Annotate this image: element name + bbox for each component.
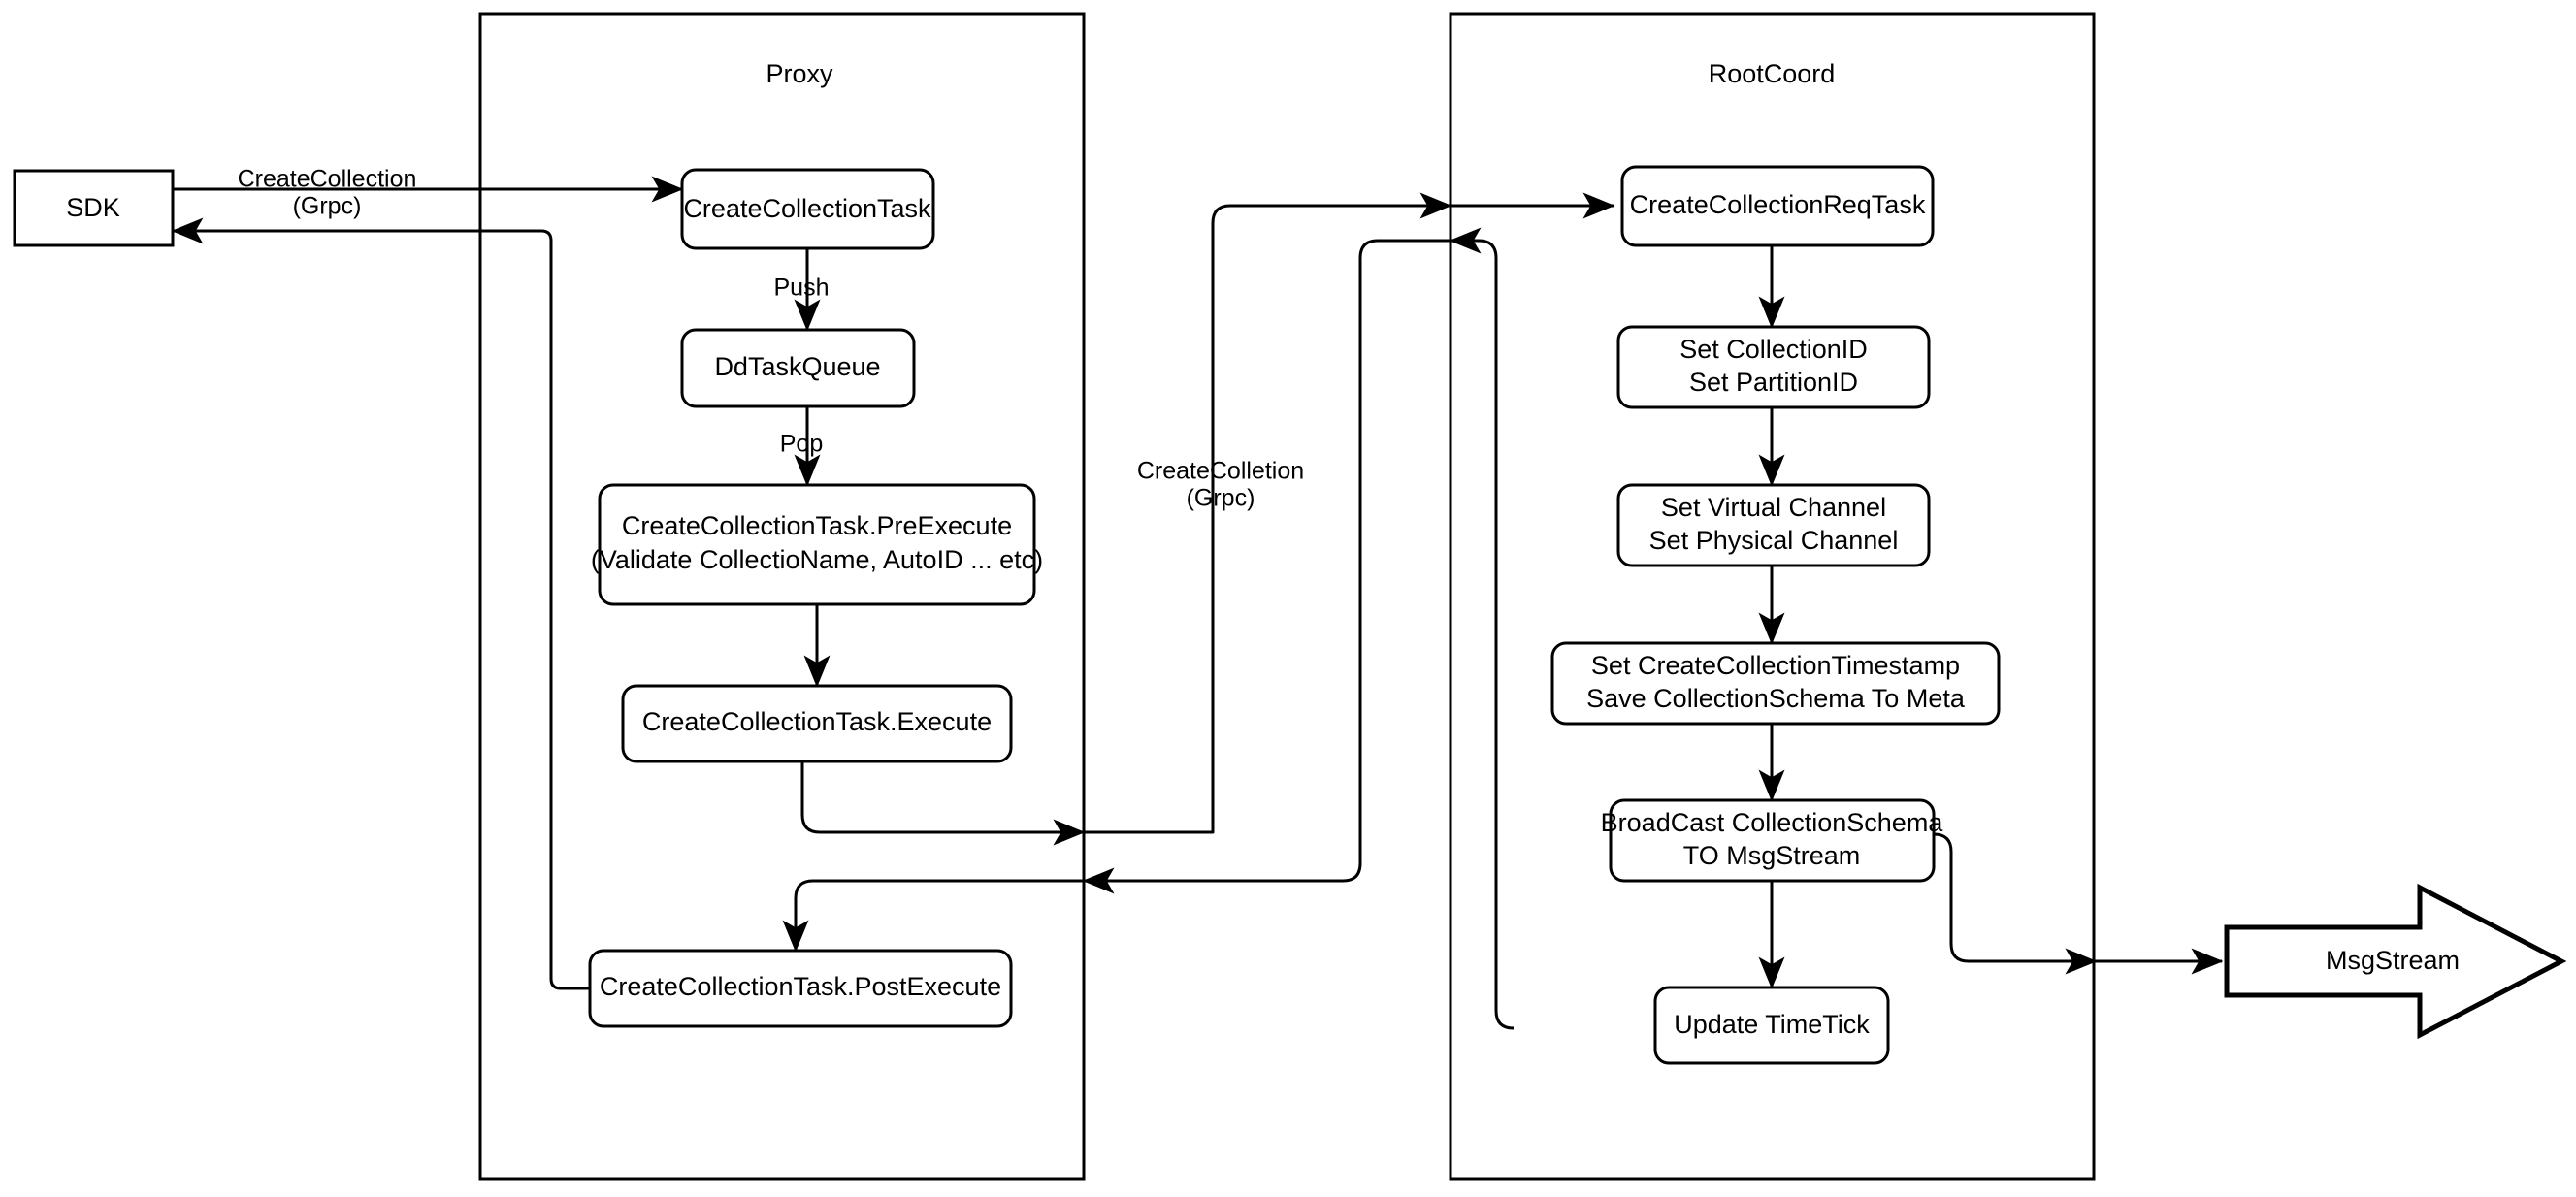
broadcast-label-line2: TO MsgStream: [1683, 841, 1861, 870]
execute-label: CreateCollectionTask.Execute: [642, 707, 992, 736]
pre-execute-box[interactable]: [598, 483, 1036, 606]
sdk-grpc-label-line2: (Grpc): [293, 193, 362, 220]
node-create-collection-task[interactable]: CreateCollectionTask: [680, 168, 935, 250]
edge-label-rootcoord-grpc: CreateColletion (Grpc): [1137, 458, 1304, 512]
rootcoord-title: RootCoord: [1709, 59, 1836, 88]
edge-label-sdk-grpc: CreateCollection (Grpc): [238, 166, 417, 220]
set-timestamp-label-line2: Save CollectionSchema To Meta: [1586, 684, 1966, 713]
node-set-channel[interactable]: Set Virtual Channel Set Physical Channel: [1616, 483, 1931, 567]
node-post-execute[interactable]: CreateCollectionTask.PostExecute: [588, 949, 1013, 1028]
pop-label: Pop: [780, 431, 823, 458]
pre-execute-label-line2: (Validate CollectioName, AutoID ... etc): [591, 545, 1043, 574]
execute-box[interactable]: [621, 684, 1013, 763]
edge-proxy-to-rootcoord-grpc: [1084, 192, 1452, 834]
set-timestamp-box[interactable]: [1550, 641, 2001, 726]
update-timetick-label: Update TimeTick: [1674, 1010, 1870, 1039]
node-pre-execute[interactable]: CreateCollectionTask.PreExecute (Validat…: [591, 483, 1043, 606]
push-label: Push: [774, 275, 830, 302]
req-task-label: CreateCollectionReqTask: [1630, 190, 1926, 219]
node-msgstream[interactable]: MsgStream: [2224, 883, 2567, 1040]
edge-broadcast-to-msgstream: [1933, 832, 2224, 975]
edge-execute-to-rootcoord: [800, 761, 1086, 846]
node-broadcast[interactable]: BroadCast CollectionSchema TO MsgStream: [1601, 798, 1944, 883]
broadcast-box[interactable]: [1609, 798, 1936, 883]
msgstream-arrow-shape[interactable]: [2224, 883, 2567, 1040]
edge-rootcoord-to-proxy-return: [1082, 239, 1451, 894]
edge-updatetimetick-to-return: [1449, 227, 1515, 1030]
rootcoord-grpc-label-line1: CreateColletion: [1137, 458, 1304, 485]
create-collection-task-box[interactable]: [680, 168, 935, 250]
pre-execute-label-line1: CreateCollectionTask.PreExecute: [622, 511, 1012, 540]
set-ids-label-line2: Set PartitionID: [1689, 368, 1858, 397]
req-task-box[interactable]: [1620, 165, 1935, 247]
broadcast-label-line1: BroadCast CollectionSchema: [1601, 808, 1944, 837]
sdk-box[interactable]: [13, 169, 175, 247]
edge-postexecute-to-sdk: [171, 217, 590, 990]
post-execute-box[interactable]: [588, 949, 1013, 1028]
dd-task-queue-box[interactable]: [680, 328, 916, 408]
post-execute-label: CreateCollectionTask.PostExecute: [600, 972, 1001, 1001]
node-set-timestamp[interactable]: Set CreateCollectionTimestamp Save Colle…: [1550, 641, 2001, 726]
node-execute[interactable]: CreateCollectionTask.Execute: [621, 684, 1013, 763]
sdk-grpc-label-line1: CreateCollection: [238, 166, 417, 193]
set-channel-label-line1: Set Virtual Channel: [1661, 493, 1886, 522]
rootcoord-grpc-label-line2: (Grpc): [1187, 485, 1255, 512]
node-sdk[interactable]: SDK: [13, 169, 175, 247]
node-dd-task-queue[interactable]: DdTaskQueue: [680, 328, 916, 408]
proxy-title: Proxy: [766, 59, 833, 88]
set-ids-box[interactable]: [1616, 325, 1931, 409]
node-update-timetick[interactable]: Update TimeTick: [1653, 986, 1890, 1065]
edge-return-to-postexecute: [782, 879, 1084, 953]
set-channel-box[interactable]: [1616, 483, 1931, 567]
set-channel-label-line2: Set Physical Channel: [1649, 526, 1899, 555]
node-set-ids[interactable]: Set CollectionID Set PartitionID: [1616, 325, 1931, 409]
set-timestamp-label-line1: Set CreateCollectionTimestamp: [1591, 651, 1960, 680]
sdk-label: SDK: [66, 193, 120, 222]
create-collection-task-label: CreateCollectionTask: [683, 194, 931, 223]
set-ids-label-line1: Set CollectionID: [1679, 335, 1868, 364]
msgstream-label: MsgStream: [2326, 946, 2460, 975]
update-timetick-box[interactable]: [1653, 986, 1890, 1065]
dd-task-queue-label: DdTaskQueue: [714, 352, 880, 381]
node-req-task[interactable]: CreateCollectionReqTask: [1620, 165, 1935, 247]
